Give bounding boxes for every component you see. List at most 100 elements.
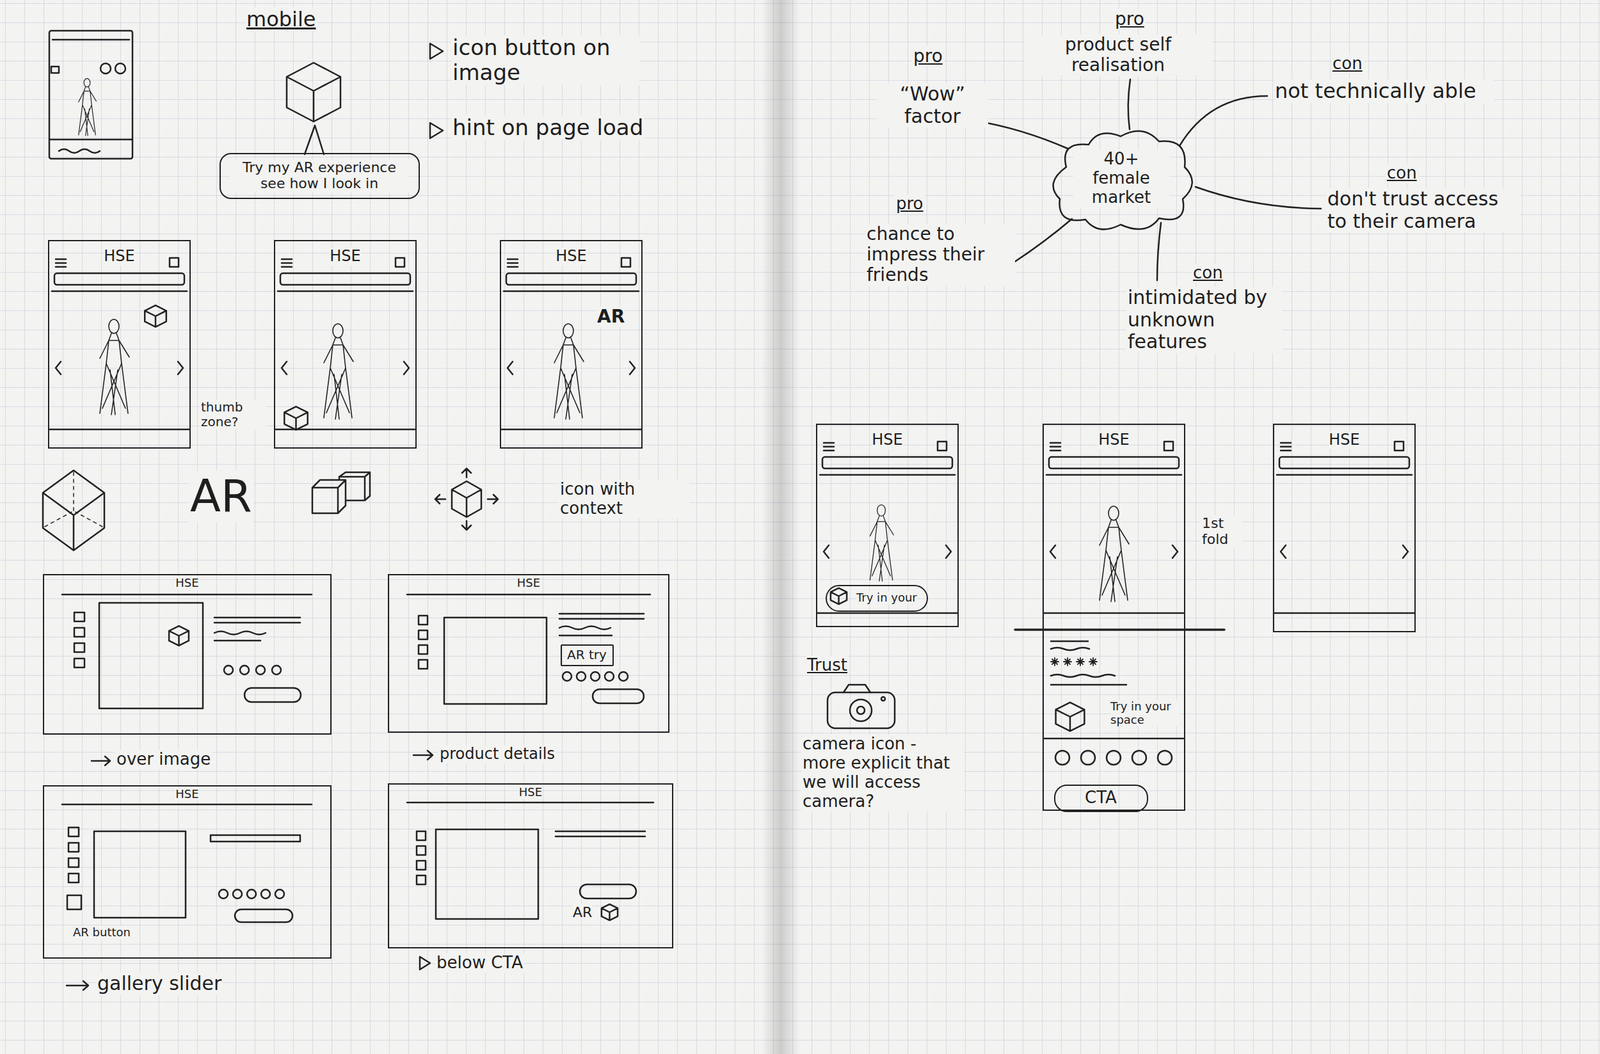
image-box: [444, 617, 547, 704]
mindmap-text: product self realisation: [1024, 34, 1213, 76]
cube-icon: [286, 62, 341, 122]
cube-icon: [144, 305, 167, 328]
pill-button: Try in your: [825, 584, 928, 612]
thumbnail-list: [418, 615, 428, 669]
swatch-dot: [604, 672, 614, 681]
swatch-dot: [275, 889, 285, 899]
mobile-wireframe: HSE: [48, 240, 191, 449]
swatch-dot: [1132, 750, 1147, 765]
note-arrow: [413, 750, 433, 760]
mindmap-text: don't trust access to their camera: [1326, 188, 1521, 233]
leader-line: [1195, 186, 1321, 209]
cta-button: CTA: [1054, 784, 1149, 813]
leader-line: [1128, 79, 1131, 130]
two-cubes-icon: [312, 472, 370, 514]
swatch-dot: [1157, 750, 1172, 765]
cube-icon: [1056, 702, 1085, 732]
note-arrow: [66, 981, 89, 991]
mobile-wireframe: HSE AR: [499, 240, 643, 449]
node-text: HSE: [1098, 431, 1129, 450]
note-text: product details: [438, 745, 557, 764]
camera-icon: [843, 684, 871, 693]
mobile-wireframe: HSE Try in your spaceCTA: [1042, 423, 1186, 811]
swatch-dot: [576, 672, 586, 681]
wireframe-details: [1274, 441, 1415, 614]
note-text: icon with context: [558, 480, 690, 519]
swatch-dot: [247, 889, 256, 899]
figure-sketch: [869, 504, 894, 582]
note-text: thumb zone?: [199, 400, 267, 430]
thumbnail-list: [416, 831, 426, 885]
note-arrow: [91, 756, 111, 766]
node-text: HSE: [175, 787, 199, 802]
node-text: AR try: [567, 647, 607, 663]
node-text: Try in your space: [1110, 700, 1181, 727]
node-text: HSE: [555, 247, 587, 266]
cube-arrows-icon: [435, 468, 498, 530]
icon-text: AR: [188, 470, 254, 523]
mindmap-text: chance to impress their friends: [865, 224, 1016, 287]
con-heading: con: [1385, 163, 1419, 184]
note-text: 1st fold: [1200, 515, 1242, 548]
bullet-triangle: [419, 956, 431, 970]
mindmap-text: not technically able: [1273, 79, 1494, 104]
wireframe-details: [817, 441, 958, 614]
phone-sketch-icon: [100, 63, 111, 74]
cloud-shape: 40+ female market: [1040, 122, 1202, 235]
bullet-triangle: [430, 43, 443, 59]
cube-icon: [42, 470, 105, 551]
camera-flash: [881, 696, 886, 701]
note-text: hint on page load: [451, 115, 645, 141]
note-text: camera icon - more explicit that we will…: [801, 734, 964, 812]
pro-heading: pro: [894, 194, 925, 214]
thumbnail-list: [74, 612, 85, 668]
mobile-wireframe: HSE: [1272, 423, 1416, 633]
note-text: over image: [115, 750, 212, 770]
camera-lens: [849, 699, 872, 722]
mindmap-text: intimidated by unknown features: [1126, 286, 1283, 354]
swatch-dot: [218, 889, 228, 899]
node-text: AR: [572, 904, 592, 921]
cta-pill: [234, 909, 293, 923]
notebook-spine: [761, 0, 800, 1054]
wireframe-details: [275, 257, 416, 430]
swatch-dot: [1106, 750, 1121, 765]
phone-sketch: [49, 30, 133, 159]
wireframe-details: [501, 257, 642, 430]
swatch-dot: [224, 665, 233, 675]
mobile-wireframe: HSE: [273, 240, 417, 449]
node-text: HSE: [175, 576, 199, 591]
cta-pill: [592, 689, 644, 704]
desktop-wireframe: HSE AR: [387, 783, 674, 949]
heading-text: mobile: [245, 7, 318, 32]
phone-sketch-icon: [115, 63, 126, 74]
swatch-dot: [232, 889, 242, 899]
ar-button: AR try: [560, 644, 614, 667]
swatch-dot: [618, 672, 628, 681]
node-text: HSE: [517, 576, 541, 591]
rating-stars: [1050, 657, 1097, 666]
figure-sketch: [323, 323, 354, 420]
cube-icon: [830, 588, 847, 605]
mindmap-text: “Wow” factor: [876, 83, 989, 128]
note-text: below CTA: [435, 953, 525, 973]
node-text: Try my AR experience see how I look in: [229, 159, 409, 192]
speech-bubble: Try my AR experience see how I look in: [219, 152, 420, 200]
node-text: HSE: [329, 247, 361, 266]
figure-sketch: [1099, 506, 1129, 602]
node-text: AR: [597, 306, 625, 328]
node-text: HSE: [871, 431, 903, 450]
cube-icon: [168, 625, 189, 646]
swatch-dot: [590, 672, 600, 681]
text-lines: [1050, 641, 1090, 651]
camera-lens: [856, 706, 865, 715]
text-lines: [1044, 674, 1184, 739]
node-text: Try in your: [856, 591, 918, 605]
swatch-dot: [261, 889, 271, 899]
title-bar: [210, 835, 301, 842]
cube-hidden-edges: [44, 472, 103, 527]
phone-sketch-icon: [51, 66, 59, 73]
node-text: HSE: [519, 785, 543, 800]
